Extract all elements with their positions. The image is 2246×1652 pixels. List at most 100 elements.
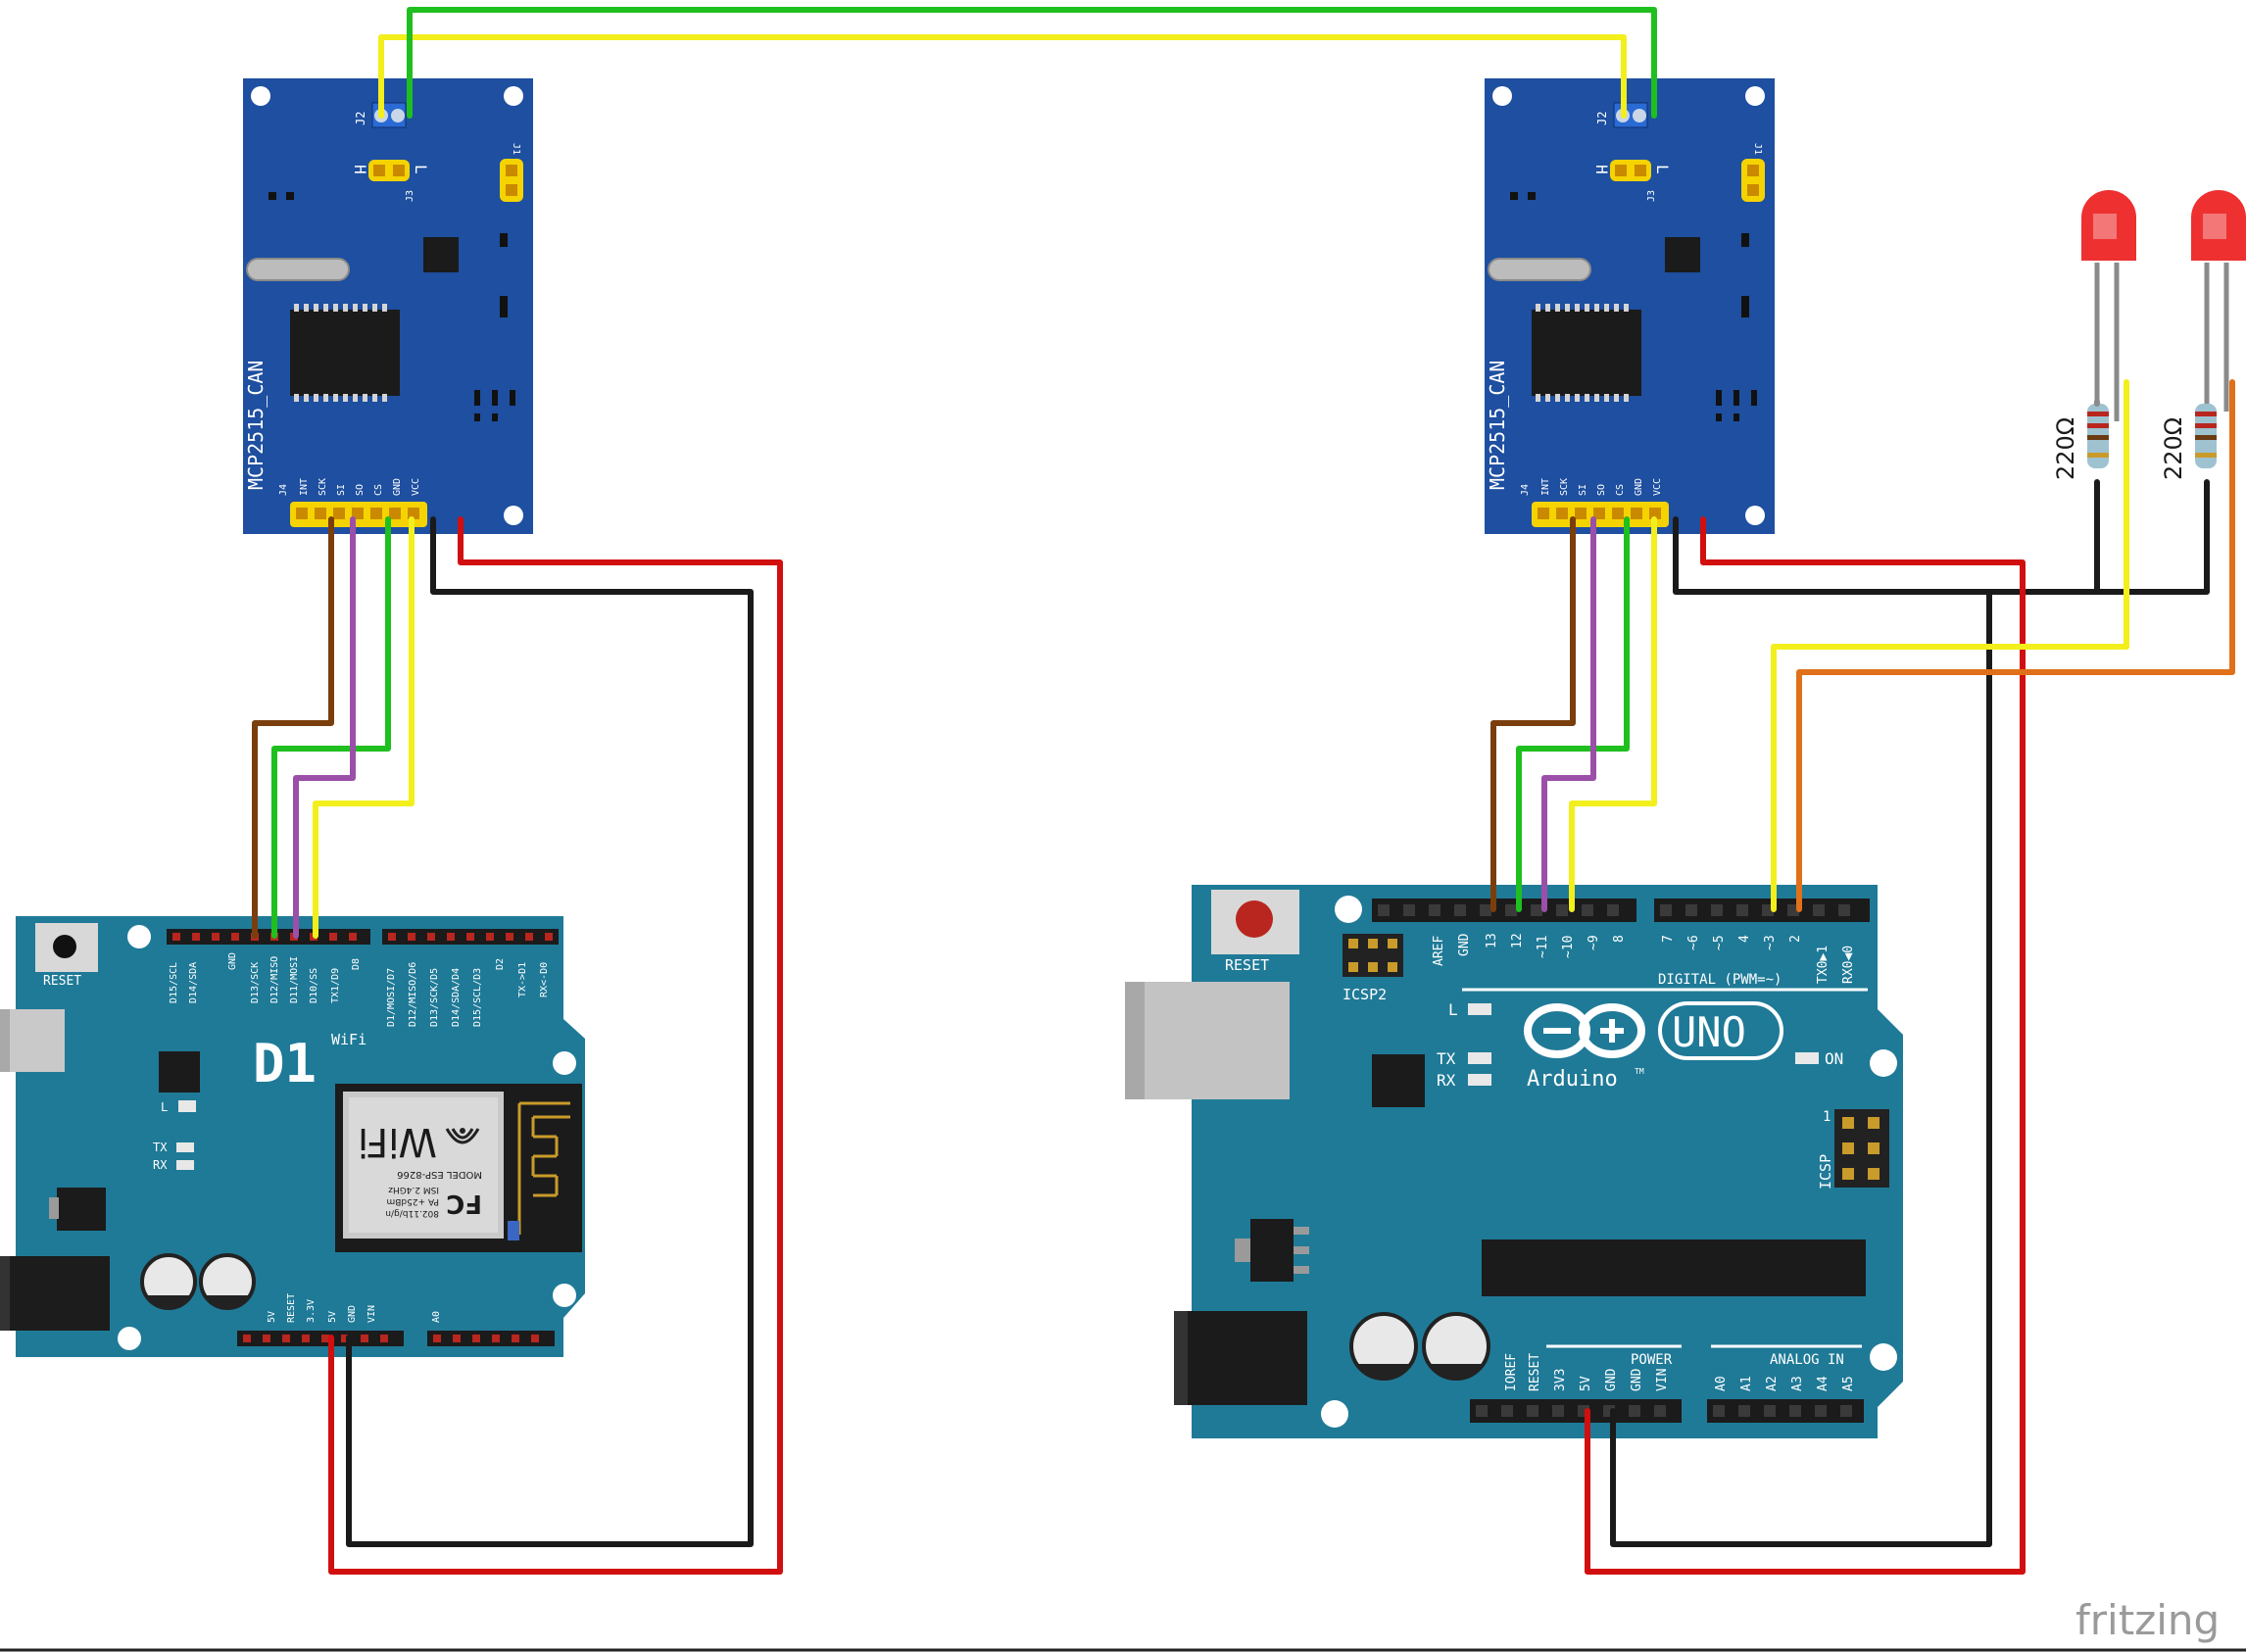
arduino-label: Arduino	[1527, 1067, 1618, 1092]
crystal	[246, 258, 350, 281]
usb-chip	[1372, 1054, 1425, 1107]
wire-can-l	[407, 7, 1657, 119]
pin-5v: 5V	[1579, 1376, 1593, 1391]
analog-label: ANALOG IN	[1770, 1352, 1844, 1368]
pin-d12-miso-d6: D12/MISO/D6	[408, 962, 418, 1027]
regulator	[57, 1188, 106, 1231]
pin-int: INT	[1540, 478, 1551, 496]
module-name: MCP2515_CAN	[244, 361, 268, 490]
can-board	[243, 78, 533, 534]
usb-b-connector[interactable]	[1125, 982, 1290, 1099]
icsp2-label: ICSP2	[1343, 986, 1387, 1003]
regulator	[1250, 1219, 1294, 1282]
power-label: POWER	[1631, 1352, 1673, 1368]
j4-label: J4	[278, 484, 289, 496]
pin-tx-d1: TX->D1	[517, 962, 528, 997]
pin-a5: A5	[1841, 1376, 1856, 1391]
resistor-2: 220Ω	[2160, 404, 2217, 480]
pin-d14-sda: D14/SDA	[188, 962, 199, 1003]
pin-8: 8	[1612, 935, 1627, 943]
usb-chip	[159, 1051, 200, 1093]
wire-gnd-right	[1610, 479, 2210, 1547]
d1-logo-wifi: WiFi	[331, 1031, 366, 1048]
module-name: MCP2515_CAN	[1486, 361, 1509, 490]
pin-11: ~11	[1536, 936, 1550, 958]
pin-5v-b: 5V	[327, 1311, 338, 1323]
pin-gnd: GND	[347, 1305, 358, 1323]
wire-vcc-right	[1585, 516, 2026, 1575]
wire-cs-right	[1569, 516, 1657, 912]
wire-sck-left	[252, 516, 334, 939]
pin-12: 12	[1510, 933, 1525, 948]
pin-aref: AREF	[1432, 936, 1446, 966]
j4-label: J4	[1520, 484, 1531, 496]
led-on-label: ON	[1825, 1049, 1843, 1068]
capacitor	[199, 1253, 256, 1310]
j2-label: J2	[1595, 112, 1609, 125]
pin-rx-d0: RX<-D0	[539, 962, 550, 997]
wifi-icon	[445, 1128, 480, 1144]
pin-d15-scl: D15/SCL	[169, 962, 179, 1003]
pin-a0: A0	[431, 1311, 442, 1323]
pin-d12-miso: D12/MISO	[269, 956, 280, 1003]
pin-tx1-d9: TX1/D9	[330, 968, 341, 1003]
led-tx-label: TX	[153, 1141, 168, 1154]
pin-rx0: RX0◀0	[1841, 946, 1856, 984]
pin-sck: SCK	[317, 478, 328, 496]
pin-cs: CS	[373, 484, 384, 496]
l-label: L	[1653, 165, 1672, 174]
wire-so-left	[271, 516, 391, 939]
pin-ioref: IOREF	[1504, 1353, 1519, 1391]
resistor-1-label: 220Ω	[2052, 417, 2079, 480]
pin-13: 13	[1485, 933, 1499, 948]
resistor-2-label: 220Ω	[2160, 417, 2187, 480]
pin-d8: D8	[351, 958, 362, 970]
j2-label: J2	[354, 112, 367, 125]
led-rx-label: RX	[1437, 1071, 1456, 1090]
pin-gnd: GND	[1634, 478, 1644, 496]
arduino-logo	[1524, 1003, 1645, 1058]
crystal	[1488, 258, 1591, 281]
uno-pcb	[1192, 885, 1903, 1438]
module-pa: PA +25dBm	[386, 1196, 439, 1206]
pin-5v-a: 5V	[267, 1311, 277, 1323]
power-jack	[0, 1256, 110, 1331]
j3-label: J3	[1646, 190, 1657, 202]
wire-so-right	[1516, 516, 1630, 912]
icsp-pin1-label: 1	[1823, 1109, 1831, 1125]
l-label: L	[412, 165, 430, 174]
pin-4: 4	[1737, 935, 1752, 943]
wire-si-right	[1541, 516, 1596, 912]
uno-label: UNO	[1672, 1008, 1746, 1056]
pin-reset: RESET	[286, 1293, 297, 1323]
pin-gnd-b: GND	[1630, 1368, 1644, 1391]
mcp2515-chip	[290, 310, 400, 396]
pin-si: SI	[1578, 484, 1588, 496]
pin-tx0: TX0▶1	[1816, 946, 1831, 984]
wire-led2-signal	[1796, 379, 2235, 912]
pin-gnd: GND	[392, 478, 403, 496]
pin-a1: A1	[1739, 1376, 1754, 1391]
wire-vcc-left	[328, 516, 783, 1575]
pin-10: ~10	[1561, 936, 1576, 958]
pin-d1-mosi-d7: D1/MOSI/D7	[386, 968, 397, 1027]
pin-a0: A0	[1714, 1376, 1729, 1391]
capacitor	[140, 1253, 197, 1310]
arduino-uno-board: RESET ICSP2 AREF GND 13 12 ~11 ~10 ~9 8 …	[1125, 885, 1903, 1438]
pin-vcc: VCC	[1652, 478, 1663, 496]
pin-d13-sck: D13/SCK	[250, 962, 261, 1003]
pin-so: SO	[1596, 484, 1607, 496]
wire-gnd-left	[346, 516, 754, 1547]
pin-d15-scl-d3: D15/SCL/D3	[472, 968, 483, 1027]
led-1	[2081, 190, 2136, 421]
pin-int: INT	[299, 478, 310, 496]
pin-cs: CS	[1615, 484, 1626, 496]
atmega-chip	[1482, 1239, 1866, 1296]
led-l-label: L	[161, 1100, 168, 1114]
module-ism: ISM 2.4GHz	[388, 1185, 439, 1194]
transceiver-chip	[1665, 237, 1700, 272]
pin-gnd-a: GND	[1604, 1368, 1619, 1391]
pin-6: ~6	[1686, 935, 1701, 950]
fcc-logo: FC	[446, 1189, 482, 1218]
